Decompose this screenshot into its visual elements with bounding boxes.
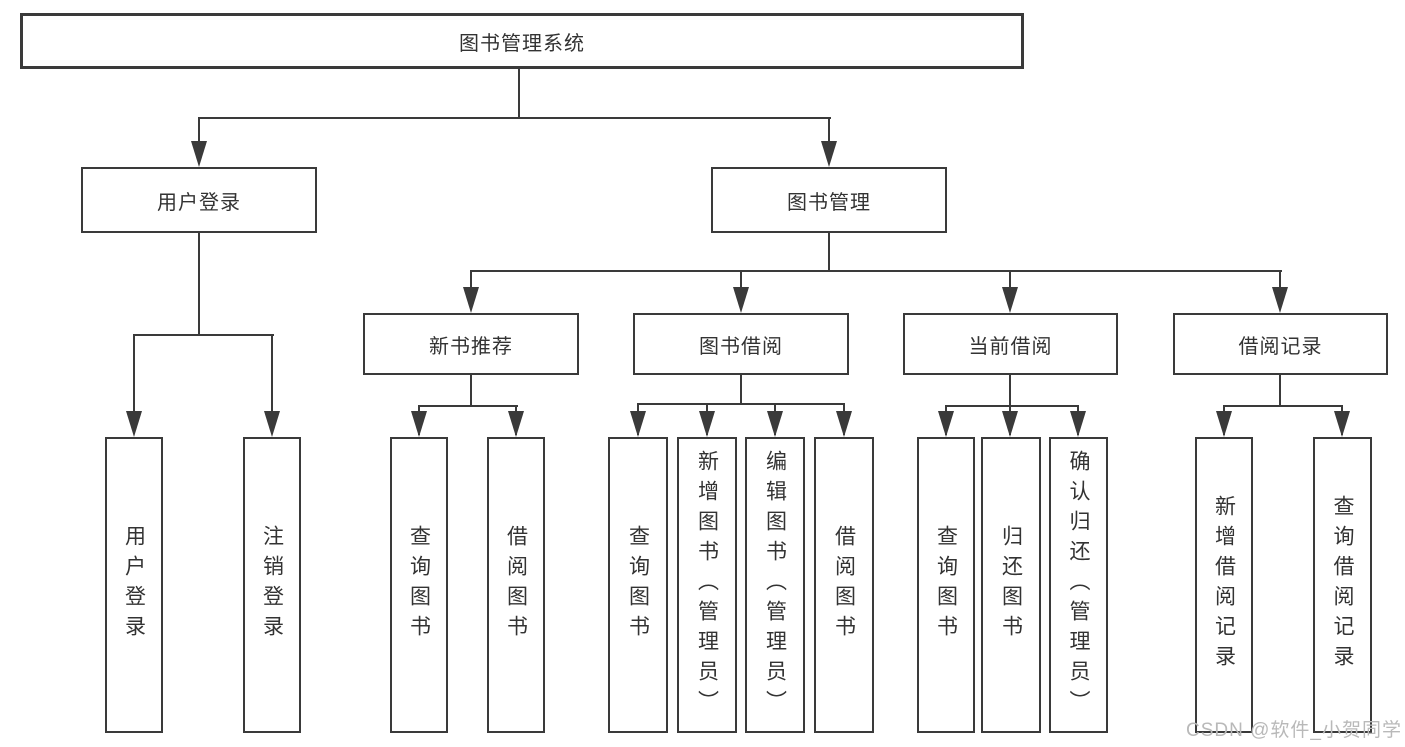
arrowhead-down-icon — [191, 141, 207, 167]
leaf-user-login: 用户登录 — [105, 437, 163, 733]
node-root-label: 图书管理系统 — [459, 32, 585, 55]
connector-line — [470, 270, 1282, 272]
node-borrow-records-label: 借阅记录 — [1238, 335, 1323, 358]
arrowhead-down-icon — [630, 411, 646, 437]
leaf-query-books-1-label: 查询图书 — [407, 525, 431, 645]
arrowhead-down-icon — [733, 287, 749, 313]
arrowhead-down-icon — [1070, 411, 1086, 437]
leaf-query-borrow-record-label: 查询借阅记录 — [1331, 495, 1354, 675]
leaf-confirm-return-admin: 确认归还（管理员） — [1049, 437, 1108, 733]
leaf-logout: 注销登录 — [243, 437, 301, 733]
leaf-add-books-admin: 新增图书（管理员） — [677, 437, 737, 733]
leaf-confirm-return-admin-label: 确认归还（管理员） — [1067, 450, 1090, 720]
arrowhead-down-icon — [508, 411, 524, 437]
node-current-borrow-label: 当前借阅 — [968, 335, 1053, 358]
arrowhead-down-icon — [1334, 411, 1350, 437]
leaf-add-books-admin-label: 新增图书（管理员） — [695, 450, 719, 720]
node-book-management: 图书管理 — [711, 167, 947, 233]
connector-line — [740, 375, 742, 405]
node-borrow-records: 借阅记录 — [1173, 313, 1388, 375]
connector-line — [828, 233, 830, 272]
arrowhead-down-icon — [264, 411, 280, 437]
connector-line — [740, 270, 742, 290]
leaf-user-login-label: 用户登录 — [122, 525, 146, 645]
leaf-query-books-2-label: 查询图书 — [626, 525, 650, 645]
leaf-query-books-3: 查询图书 — [917, 437, 975, 733]
arrowhead-down-icon — [836, 411, 852, 437]
connector-line — [1009, 270, 1011, 290]
connector-line — [1279, 270, 1281, 290]
connector-line — [133, 334, 135, 414]
arrowhead-down-icon — [821, 141, 837, 167]
leaf-borrow-books-2-label: 借阅图书 — [832, 525, 856, 645]
connector-line — [470, 375, 472, 407]
leaf-borrow-books-2: 借阅图书 — [814, 437, 874, 733]
node-book-management-label: 图书管理 — [787, 191, 871, 214]
arrowhead-down-icon — [126, 411, 142, 437]
connector-line — [271, 334, 273, 414]
arrowhead-down-icon — [699, 411, 715, 437]
arrowhead-down-icon — [938, 411, 954, 437]
connector-line — [133, 334, 274, 336]
connector-line — [1279, 375, 1281, 407]
arrowhead-down-icon — [411, 411, 427, 437]
node-current-borrow: 当前借阅 — [903, 313, 1118, 375]
leaf-return-books: 归还图书 — [981, 437, 1041, 733]
leaf-return-books-label: 归还图书 — [999, 525, 1023, 645]
leaf-edit-books-admin: 编辑图书（管理员） — [745, 437, 805, 733]
leaf-borrow-books-1-label: 借阅图书 — [504, 525, 528, 645]
node-book-borrow: 图书借阅 — [633, 313, 849, 375]
connector-line — [945, 405, 1079, 407]
leaf-add-borrow-record-label: 新增借阅记录 — [1212, 495, 1236, 675]
arrowhead-down-icon — [463, 287, 479, 313]
connector-line — [418, 405, 518, 407]
connector-line — [198, 233, 200, 336]
connector-line — [637, 403, 845, 405]
arrowhead-down-icon — [1272, 287, 1288, 313]
leaf-logout-label: 注销登录 — [260, 525, 284, 645]
node-user-login-label: 用户登录 — [157, 191, 241, 214]
node-new-book-recommend-label: 新书推荐 — [429, 335, 513, 358]
arrowhead-down-icon — [767, 411, 783, 437]
arrowhead-down-icon — [1002, 287, 1018, 313]
leaf-query-books-2: 查询图书 — [608, 437, 668, 733]
leaf-borrow-books-1: 借阅图书 — [487, 437, 545, 733]
node-user-login: 用户登录 — [81, 167, 317, 233]
connector-line — [198, 117, 200, 147]
connector-line — [1009, 375, 1011, 407]
connector-line — [198, 117, 831, 119]
leaf-query-books-1: 查询图书 — [390, 437, 448, 733]
leaf-query-books-3-label: 查询图书 — [934, 525, 958, 645]
watermark: CSDN @软件_小贺同学 — [1186, 720, 1402, 741]
leaf-add-borrow-record: 新增借阅记录 — [1195, 437, 1253, 733]
leaf-query-borrow-record: 查询借阅记录 — [1313, 437, 1372, 733]
leaf-edit-books-admin-label: 编辑图书（管理员） — [763, 450, 787, 720]
arrowhead-down-icon — [1002, 411, 1018, 437]
node-book-borrow-label: 图书借阅 — [699, 335, 783, 358]
arrowhead-down-icon — [1216, 411, 1232, 437]
connector-line — [1223, 405, 1343, 407]
connector-line — [518, 68, 520, 119]
connector-line — [470, 270, 472, 290]
node-new-book-recommend: 新书推荐 — [363, 313, 579, 375]
node-root: 图书管理系统 — [20, 13, 1024, 69]
connector-line — [828, 117, 830, 147]
